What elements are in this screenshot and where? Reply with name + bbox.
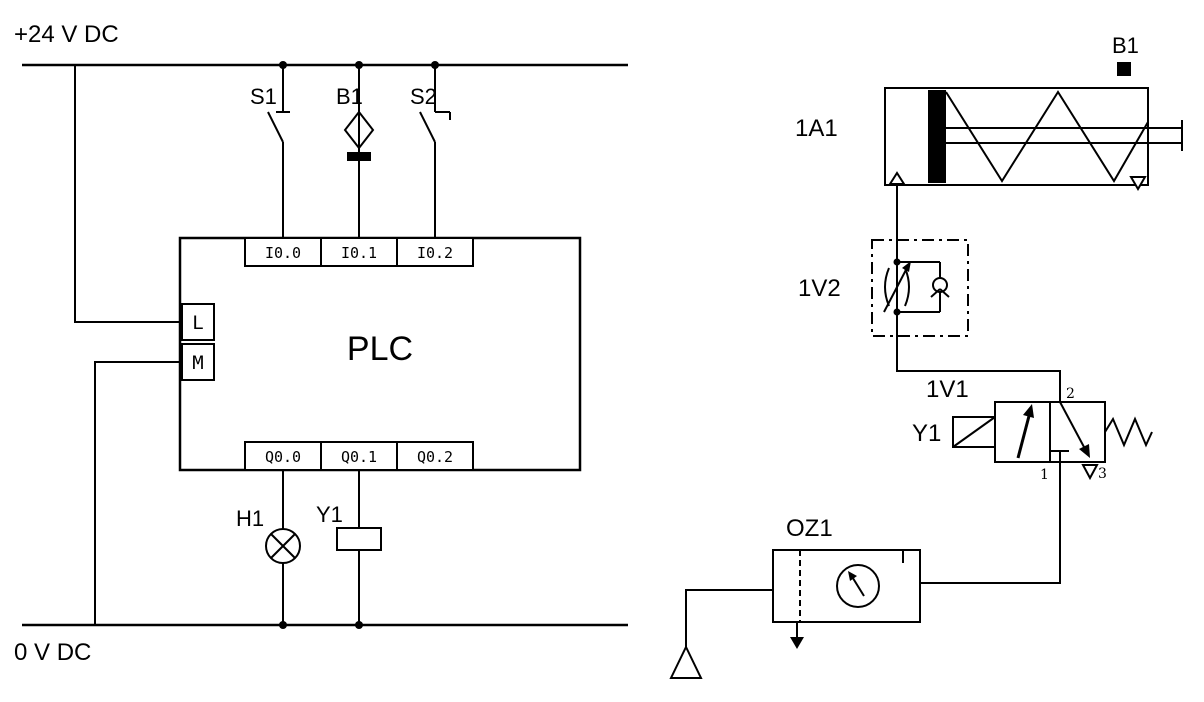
- terminal-i00-label: I0.0: [265, 244, 301, 262]
- cylinder-breather-icon: [1129, 176, 1147, 191]
- m-feed-wire: [94, 361, 182, 625]
- terminal-q01-label: Q0.1: [341, 448, 377, 466]
- terminal-q02-label: Q0.2: [417, 448, 453, 466]
- flow-control-1v2-label: 1V2: [798, 275, 841, 302]
- air-source-icon: [669, 644, 703, 679]
- terminal-q00-label: Q0.0: [265, 448, 301, 466]
- s1-switch: [267, 65, 290, 238]
- port-3-label: 3: [1098, 466, 1107, 482]
- terminal-m-label: M: [192, 352, 203, 374]
- magnet-bar-icon: [347, 152, 371, 161]
- return-spring-icon: [945, 90, 1149, 183]
- exhaust-port-icon: [1081, 464, 1099, 481]
- solenoid-y1: [952, 416, 996, 448]
- b1-sensor-marker-icon: [1117, 62, 1131, 76]
- plc: [178, 236, 582, 472]
- flow-control-1v2: [871, 239, 969, 337]
- junction-dots-bottom: [279, 621, 363, 629]
- h1-label: H1: [236, 506, 264, 531]
- b1-label: B1: [336, 84, 363, 109]
- air-supply-source: [669, 589, 773, 679]
- valve-spring-icon: [1104, 416, 1153, 448]
- bottom-rail-label: 0 V DC: [14, 639, 91, 666]
- y1-coil-label: Y1: [316, 502, 343, 527]
- piston-icon: [928, 90, 946, 183]
- coil-icon: [336, 527, 382, 551]
- port-1-label: 1: [1040, 467, 1049, 483]
- cylinder-1a1: [884, 62, 1183, 191]
- plc-title: PLC: [347, 330, 413, 368]
- terminal-i02-label: I0.2: [417, 244, 453, 262]
- s2-label: S2: [410, 84, 437, 109]
- cylinder-1a1-label: 1A1: [795, 115, 838, 142]
- port-2-label: 2: [1066, 386, 1075, 402]
- top-rail-label: +24 V DC: [14, 21, 119, 48]
- pipe-1v2-to-1v1: [896, 312, 1061, 402]
- flow-arrow-icon: [1023, 404, 1034, 418]
- valve-1v1: [952, 401, 1153, 481]
- y1-coil: [336, 470, 382, 625]
- solenoid-y1-label: Y1: [912, 420, 941, 447]
- s2-switch: [419, 65, 451, 238]
- junction-dots-top: [279, 61, 439, 69]
- cylinder-port-icon: [888, 171, 906, 185]
- terminal-l-label: L: [192, 312, 203, 334]
- throttle-arrow-icon: [902, 261, 911, 272]
- drain-arrow-icon: [790, 637, 804, 649]
- throttle-icon: [884, 267, 890, 307]
- s1-label: S1: [250, 84, 277, 109]
- service-unit-oz1: [772, 549, 921, 649]
- electrical-diagram: [22, 61, 628, 629]
- plc-output-terminals: [244, 441, 474, 471]
- gauge-needle-icon: [848, 571, 857, 581]
- service-unit-oz1-label: OZ1: [786, 515, 833, 542]
- l-feed-wire: [74, 65, 182, 323]
- b1-sensor-label: B1: [1112, 33, 1139, 58]
- terminal-i01-label: I0.1: [341, 244, 377, 262]
- h1-lamp: [265, 470, 301, 625]
- pneumatic-diagram: [669, 62, 1183, 679]
- b1-sensor-contact: [343, 65, 375, 238]
- plc-input-terminals: [244, 237, 474, 267]
- pipe-oz1-to-1v1: [920, 462, 1061, 584]
- valve-1v1-label: 1V1: [926, 376, 969, 403]
- plc-power-terminals: [181, 303, 215, 381]
- exhaust-arrow-icon: [1079, 444, 1090, 458]
